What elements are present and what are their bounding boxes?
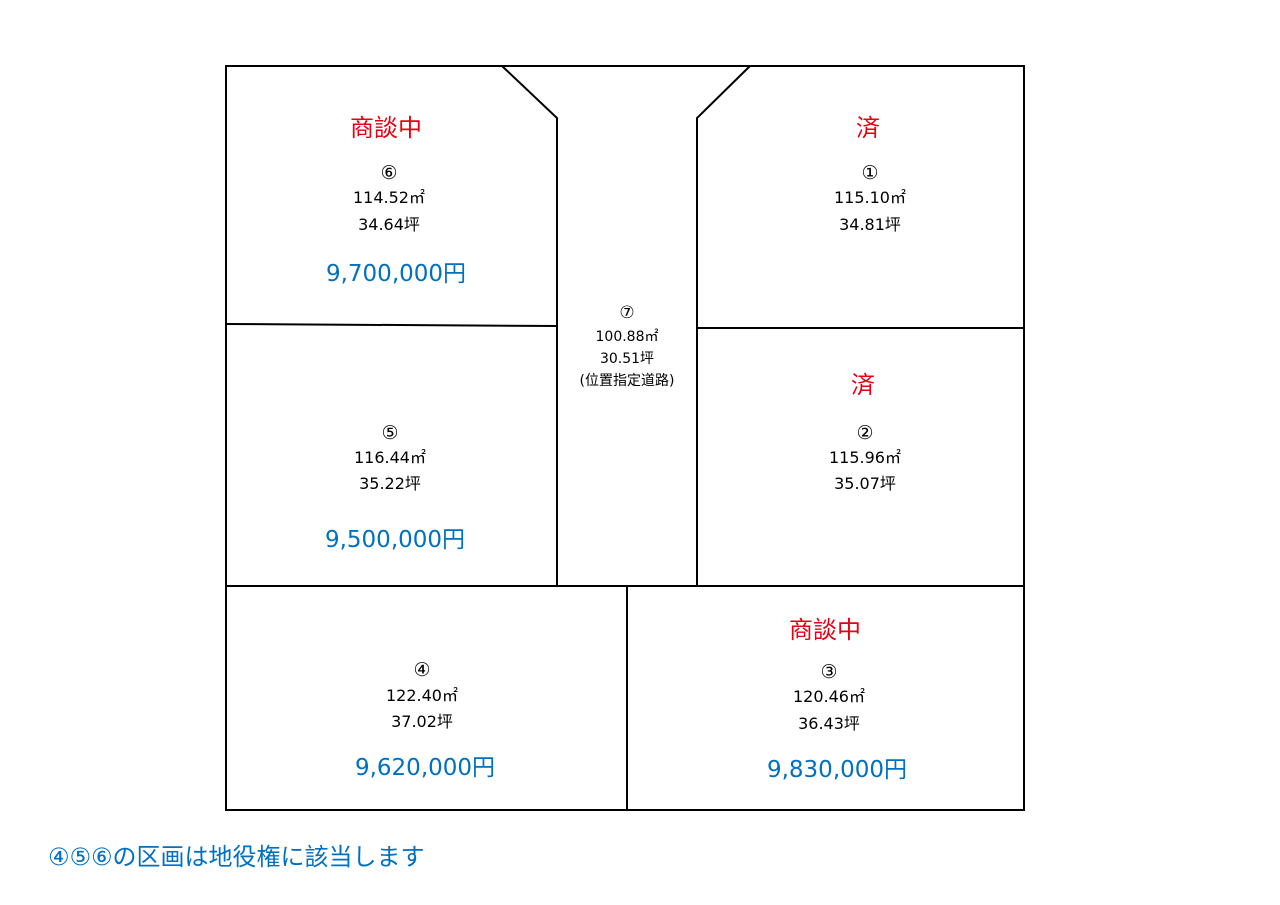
lot1-number: ①	[861, 162, 879, 184]
lot1-area-m2: 115.10㎡	[834, 188, 906, 207]
lot3-price: 9,830,000円	[766, 757, 908, 783]
lot2-number: ②	[856, 422, 874, 444]
site-boundary	[225, 65, 1025, 811]
lot2-area-m2: 115.96㎡	[829, 448, 901, 467]
divider-lot6-lot5	[225, 323, 558, 327]
lot6-price: 9,700,000円	[325, 261, 467, 287]
lot4-price: 9,620,000円	[354, 755, 496, 781]
lot5-price: 9,500,000円	[324, 527, 466, 553]
lot4-number: ④	[413, 659, 431, 681]
lot3-area-m2: 120.46㎡	[793, 687, 865, 706]
lot7-number: ⑦	[619, 303, 635, 323]
road-left-boundary	[501, 65, 558, 586]
lot3-status: 商談中	[789, 616, 861, 644]
lot6-area-tsubo: 34.64坪	[358, 215, 420, 234]
lot2-area-tsubo: 35.07坪	[834, 474, 896, 493]
lot5-area-tsubo: 35.22坪	[359, 474, 421, 493]
easement-note: ④⑤⑥の区画は地役権に該当します	[48, 843, 425, 871]
lot7-road-note: (位置指定道路)	[579, 373, 675, 389]
lot1-area-tsubo: 34.81坪	[839, 215, 901, 234]
lot3-area-tsubo: 36.43坪	[798, 714, 860, 733]
lot5-number: ⑤	[381, 422, 399, 444]
lot5-area-m2: 116.44㎡	[354, 448, 426, 467]
lot7-area-tsubo: 30.51坪	[599, 351, 655, 367]
lot7-area-m2: 100.88㎡	[595, 329, 659, 345]
lot1-status: 済	[856, 114, 880, 142]
lot4-area-m2: 122.40㎡	[386, 686, 458, 705]
lot4-area-tsubo: 37.02坪	[391, 712, 453, 731]
lot6-status: 商談中	[350, 114, 422, 142]
lot2-status: 済	[851, 371, 875, 399]
road-right-boundary	[696, 65, 751, 586]
lot3-number: ③	[820, 661, 838, 683]
lot6-area-m2: 114.52㎡	[353, 188, 425, 207]
lot6-number: ⑥	[380, 162, 398, 184]
